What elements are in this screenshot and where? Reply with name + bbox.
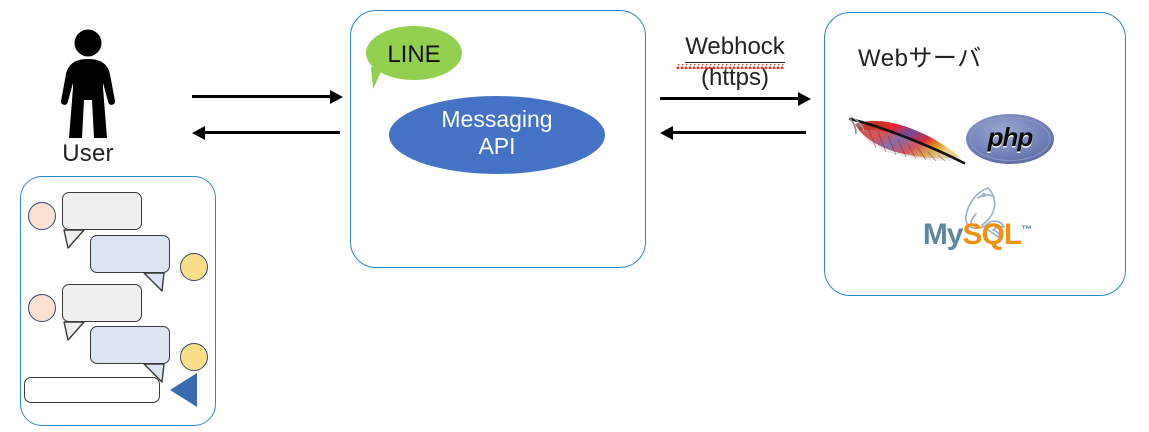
- messaging-api-label-line2: API: [478, 133, 516, 159]
- messaging-api-label-line1: Messaging: [441, 106, 553, 132]
- web-server-title: Webサーバ: [858, 45, 982, 72]
- mysql-trademark: ™: [1021, 224, 1032, 236]
- arrow-line-to-user-shaft: [205, 131, 340, 134]
- apache-feather-icon: [846, 108, 966, 170]
- webhook-label-line1: Webhock: [685, 32, 785, 63]
- php-logo-icon: [965, 113, 1055, 165]
- chat-bubble-tail: [62, 227, 88, 254]
- chat-bubble-outgoing: [90, 326, 170, 364]
- arrow-user-to-line-shaft: [192, 95, 332, 98]
- chat-bubble-incoming: [62, 192, 142, 230]
- mysql-logo-wordmark: MySQL™: [918, 218, 1036, 252]
- avatar: [180, 253, 208, 281]
- arrow-line-to-server-shaft: [660, 97, 800, 100]
- avatar: [180, 343, 208, 371]
- mysql-wordmark-my: My: [922, 218, 964, 251]
- chat-bubble-outgoing: [90, 235, 170, 273]
- webhook-connection-label: Webhock (https): [660, 32, 810, 93]
- mysql-wordmark-sql: SQL: [962, 218, 1023, 251]
- chat-bubble-tail: [140, 270, 168, 297]
- spellcheck-squiggle-icon: [676, 64, 784, 69]
- arrow-server-to-line-head: [660, 126, 673, 140]
- messaging-api-ellipse: [389, 96, 605, 174]
- chat-bubble-tail: [62, 319, 88, 346]
- line-badge-label: LINE: [387, 41, 441, 68]
- arrow-user-to-line-head: [330, 90, 343, 104]
- chat-bubble-incoming: [62, 284, 142, 322]
- arrow-server-to-line-shaft: [673, 131, 806, 134]
- line-badge-bubble: [366, 26, 462, 80]
- mysql-dolphin-icon: [918, 182, 1036, 254]
- send-triangle-icon[interactable]: [170, 373, 197, 407]
- user-label: User: [62, 140, 114, 167]
- arrow-line-to-server-head: [798, 92, 811, 106]
- php-logo-wordmark: php: [987, 122, 1034, 152]
- avatar: [28, 202, 56, 230]
- message-input[interactable]: [24, 377, 160, 403]
- avatar: [28, 294, 56, 322]
- messaging-api-label: Messaging API: [389, 106, 605, 160]
- chat-bubble-tail: [140, 361, 168, 388]
- user-person-icon: [52, 28, 124, 143]
- arrow-line-to-user-head: [192, 126, 205, 140]
